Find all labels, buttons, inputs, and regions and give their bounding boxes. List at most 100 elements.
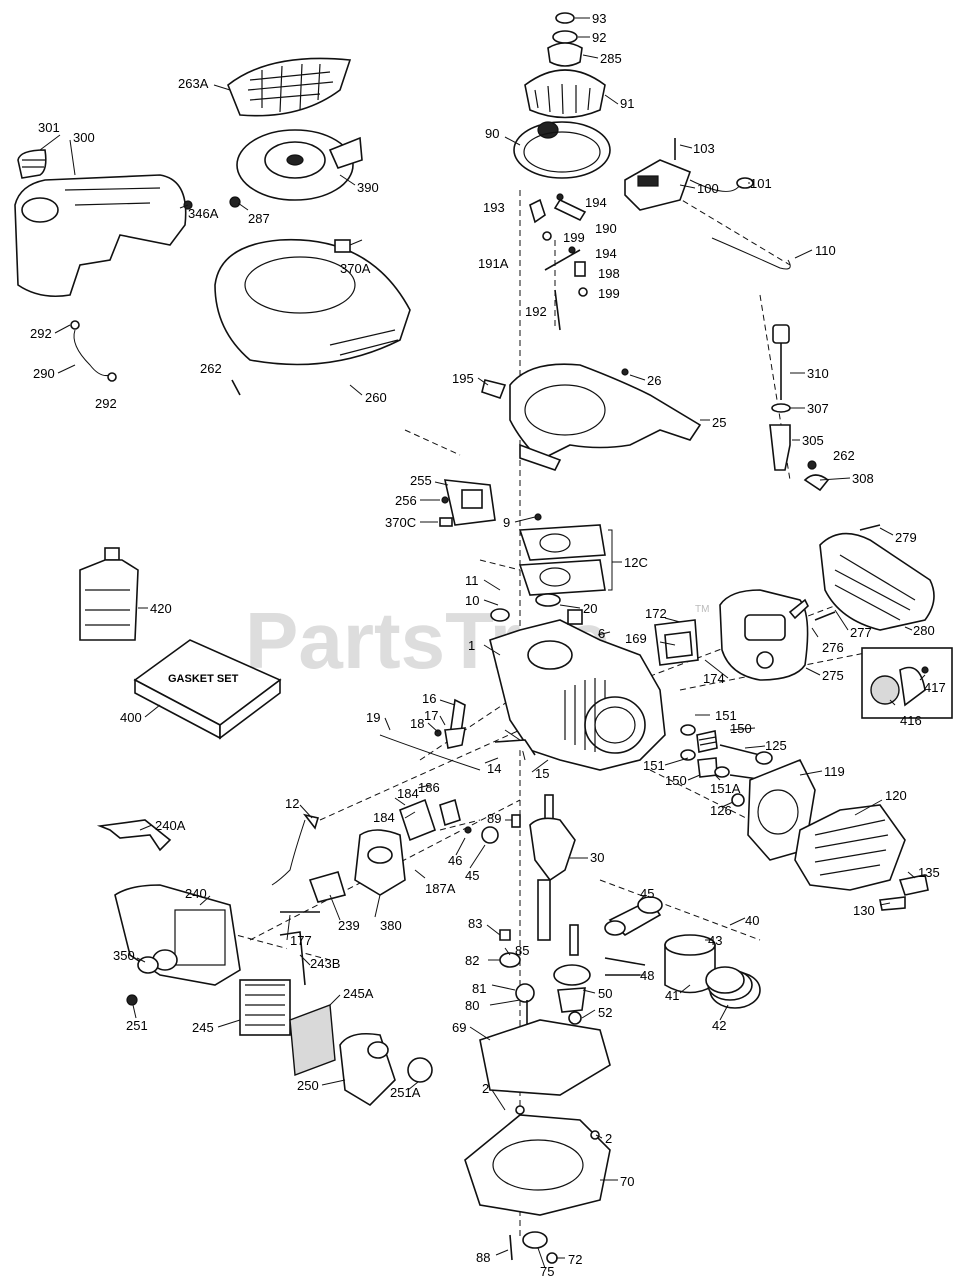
label-85: 85	[515, 943, 529, 958]
cylinder-block-group	[489, 593, 666, 771]
prefilter-245a	[289, 1004, 336, 1076]
label-135: 135	[918, 865, 940, 880]
air-cleaner-cover-250	[339, 1032, 396, 1107]
label-16: 16	[422, 691, 436, 706]
label-280: 280	[913, 623, 935, 638]
label-2-right: 2	[605, 1131, 612, 1146]
label-262-right: 262	[833, 448, 855, 463]
ignition-coil-group	[624, 138, 791, 270]
label-45-left: 45	[465, 868, 479, 883]
fuel-cap-301	[17, 149, 47, 179]
label-120: 120	[885, 788, 907, 803]
label-400: 400	[120, 710, 142, 725]
label-262-left: 262	[200, 361, 222, 376]
label-276: 276	[822, 640, 844, 655]
label-279: 279	[895, 530, 917, 545]
air-cleaner-housing-240	[114, 884, 241, 986]
label-301: 301	[38, 120, 60, 135]
label-370a: 370A	[340, 261, 371, 276]
label-25: 25	[712, 415, 726, 430]
label-20: 20	[583, 601, 597, 616]
label-14: 14	[487, 761, 501, 776]
label-89: 89	[487, 811, 501, 826]
sump-group	[464, 1019, 611, 1264]
label-100: 100	[697, 181, 719, 196]
carburetor-group	[279, 798, 461, 986]
cylinder-head-group	[747, 758, 929, 911]
label-11: 11	[465, 573, 479, 588]
label-48: 48	[640, 968, 654, 983]
breather-group	[439, 479, 496, 527]
label-30: 30	[590, 850, 604, 865]
label-245: 245	[192, 1020, 214, 1035]
label-119: 119	[824, 764, 845, 779]
label-240: 240	[185, 886, 207, 901]
label-260: 260	[365, 390, 387, 405]
label-82: 82	[465, 953, 479, 968]
oil-bottle-420	[79, 547, 139, 641]
label-290: 290	[33, 366, 55, 381]
label-26: 26	[647, 373, 661, 388]
label-380: 380	[380, 918, 402, 933]
label-292-upper: 292	[30, 326, 52, 341]
governor-linkage-group	[529, 193, 588, 331]
flywheel-group	[513, 12, 611, 179]
crankshaft-group	[464, 794, 576, 941]
label-75: 75	[540, 1264, 554, 1279]
label-416: 416	[900, 713, 922, 728]
sump-base-70	[464, 1114, 611, 1216]
label-305: 305	[802, 433, 824, 448]
label-88: 88	[476, 1250, 490, 1265]
leader-lines	[39, 17, 926, 1269]
label-300: 300	[73, 130, 95, 145]
spark-arrestor-box	[861, 647, 953, 719]
washer-92	[552, 30, 578, 44]
label-172: 172	[645, 606, 667, 621]
label-83: 83	[468, 916, 482, 931]
label-10: 10	[465, 593, 479, 608]
oil-fill-tube-305	[769, 424, 791, 471]
air-filter-245	[239, 979, 291, 1036]
label-285: 285	[600, 51, 622, 66]
label-184-left: 184	[373, 810, 395, 825]
fuel-line-12	[271, 819, 306, 886]
label-40: 40	[745, 913, 759, 928]
label-243b: 243B	[310, 956, 340, 971]
label-169: 169	[625, 631, 647, 646]
cylinder-head-120	[794, 804, 906, 891]
label-151-mid: 151	[643, 758, 665, 773]
label-250: 250	[297, 1078, 319, 1093]
camshaft-group	[499, 924, 591, 1030]
label-41: 41	[665, 988, 679, 1003]
fan-91	[524, 69, 606, 119]
blower-housing-group	[214, 57, 411, 396]
label-370c: 370C	[385, 515, 416, 530]
label-420: 420	[150, 601, 172, 616]
piston-group	[604, 934, 761, 1009]
label-191a: 191A	[478, 256, 509, 271]
label-12: 12	[285, 796, 299, 811]
label-195: 195	[452, 371, 474, 386]
label-6: 6	[598, 626, 605, 641]
dipstick-group	[769, 324, 830, 492]
label-45-right: 45	[640, 886, 654, 901]
label-187a: 187A	[425, 881, 456, 896]
part-number-labels: 93 92 285 91 90 103 100 101 110 194 193 …	[30, 11, 946, 1279]
valve-group	[680, 724, 773, 807]
label-350: 350	[113, 948, 135, 963]
label-72: 72	[568, 1252, 582, 1267]
muffler-guard-280	[819, 532, 935, 631]
label-90: 90	[485, 126, 499, 141]
fuel-tank-group	[14, 149, 193, 382]
housing-260	[214, 238, 411, 366]
gasket-set-text: GASKET SET	[168, 673, 239, 685]
label-9: 9	[503, 515, 510, 530]
label-177: 177	[290, 933, 312, 948]
label-46: 46	[448, 853, 462, 868]
label-2-left: 2	[482, 1081, 489, 1096]
label-91: 91	[620, 96, 634, 111]
label-263a: 263A	[178, 76, 209, 91]
fuel-tank-300	[14, 174, 187, 298]
